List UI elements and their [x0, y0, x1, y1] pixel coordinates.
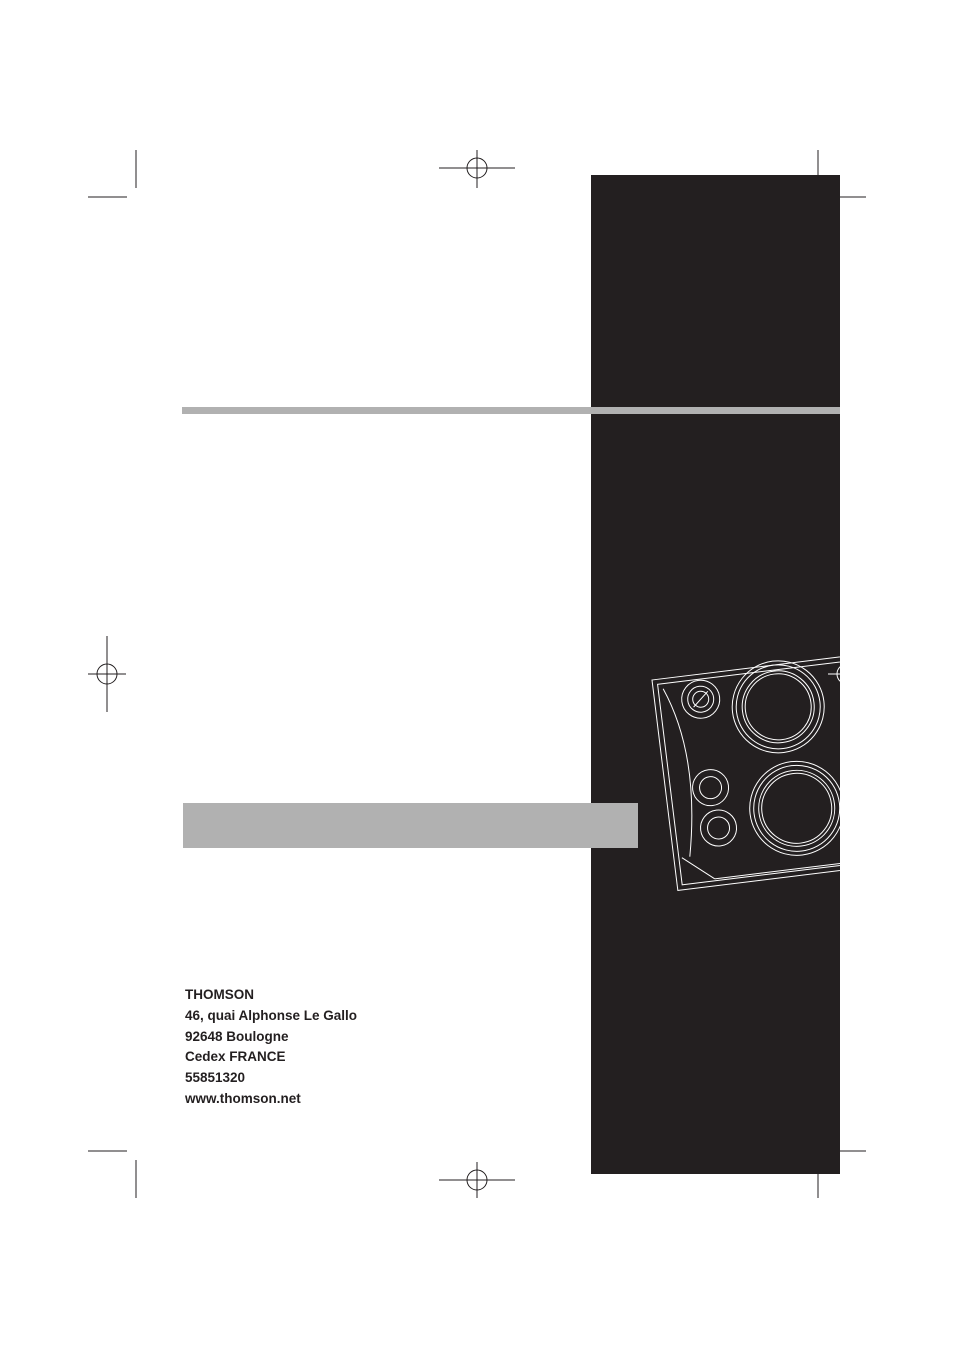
cover-black-panel [591, 175, 840, 1174]
postal-city: 92648 Boulogne [185, 1028, 289, 1044]
street-address: 46, quai Alphonse Le Gallo [185, 1007, 358, 1023]
grey-title-band [183, 803, 638, 848]
registration-mark-icon [828, 636, 866, 712]
registration-mark-icon [88, 150, 515, 1198]
crop-mark-icon [88, 150, 866, 1198]
website-url: www.thomson.net [185, 1090, 301, 1106]
speaker-illustration [651, 651, 840, 891]
address-block: THOMSON 46, quai Alphonse Le Gallo 92648… [185, 985, 357, 1110]
horizontal-rule [182, 407, 840, 414]
cedex-country: Cedex FRANCE [185, 1049, 286, 1065]
company-name: THOMSON [185, 987, 254, 1002]
reference-number: 55851320 [185, 1070, 246, 1086]
